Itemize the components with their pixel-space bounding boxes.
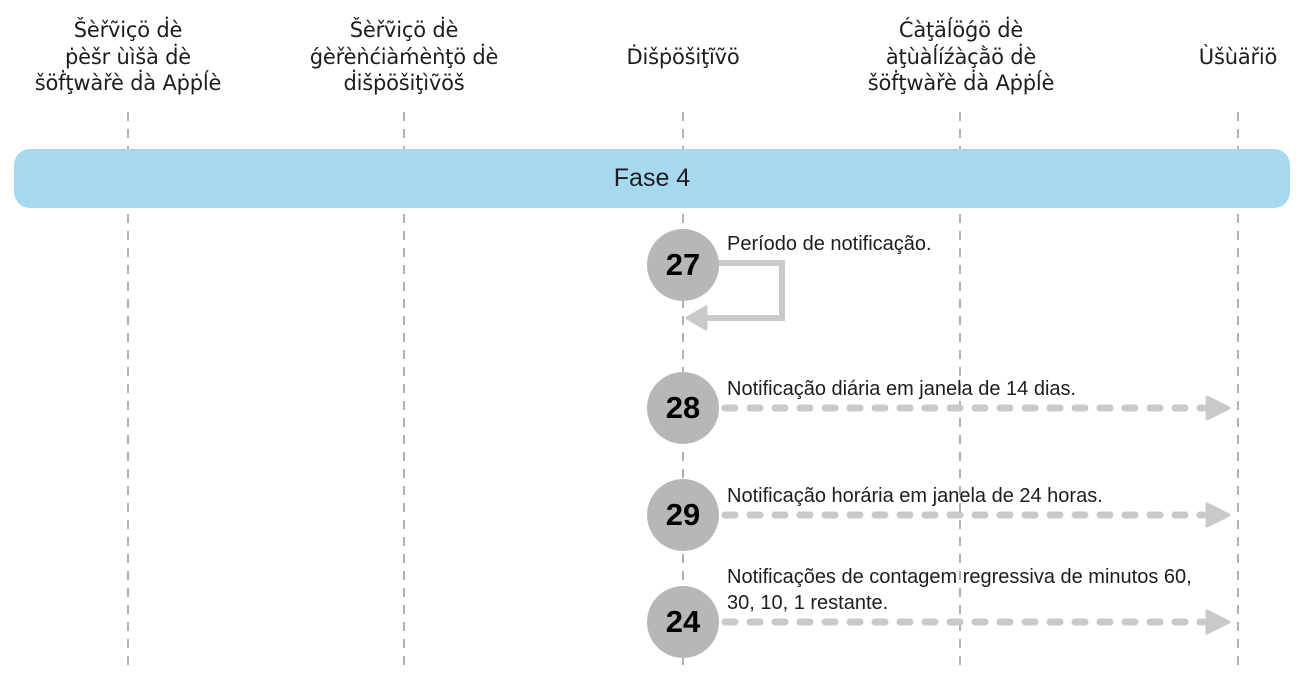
step-number: 28 bbox=[665, 390, 701, 425]
step-number: 29 bbox=[665, 497, 701, 532]
lane-header-device: Ḋišṗöšiţĩṽö bbox=[626, 44, 740, 69]
arrowhead-right-icon bbox=[1205, 609, 1231, 635]
step-label-27: Período de notificação. bbox=[727, 233, 932, 255]
arrowhead-right-icon bbox=[1205, 395, 1231, 421]
step-number: 27 bbox=[665, 247, 701, 282]
lane-header-apple-software-update-catalog: Ćàţäĺöǵö ḋè àţùàĺíźàçằö ḋè šöḟţwàřè ḋà A… bbox=[867, 18, 1055, 96]
lifeline-user bbox=[1237, 112, 1239, 666]
step-circle-27: 27 bbox=[647, 229, 719, 301]
step-circle-24: 24 bbox=[647, 586, 719, 658]
lane-header-device-management-service: Šèřṽiçö ḋè ǵèřèǹćiàḿèǹţö ḋè ḋišṗöšiţìṽöš bbox=[309, 18, 499, 96]
phase-bar: Fase 4 bbox=[14, 149, 1290, 208]
step-circle-28: 28 bbox=[647, 372, 719, 444]
step-label-29: Notificação horária em janela de 24 hora… bbox=[727, 485, 1103, 507]
lifeline-device-management-service bbox=[403, 112, 405, 666]
arrowhead-right-icon bbox=[1205, 502, 1231, 528]
step-label-28: Notificação diária em janela de 14 dias. bbox=[727, 378, 1077, 400]
lane-header-user: Ùšùäřiö bbox=[1198, 44, 1278, 69]
lane-header-apple-software-lookup-service: Šèřṽiçö ḋè ṗèšr ùìšà ḋè šöḟţwàřè ḋà Aṗṗĺ… bbox=[34, 18, 222, 96]
step-number: 24 bbox=[665, 604, 701, 639]
lifeline-apple-software-update-catalog bbox=[959, 112, 961, 666]
step-circle-29: 29 bbox=[647, 479, 719, 551]
phase-bar-label: Fase 4 bbox=[613, 164, 691, 192]
step-label-24: Notificações de contagem regressiva de m… bbox=[727, 566, 1192, 614]
lifeline-apple-software-lookup-service bbox=[127, 112, 129, 666]
arrowhead-left-icon bbox=[685, 305, 708, 331]
